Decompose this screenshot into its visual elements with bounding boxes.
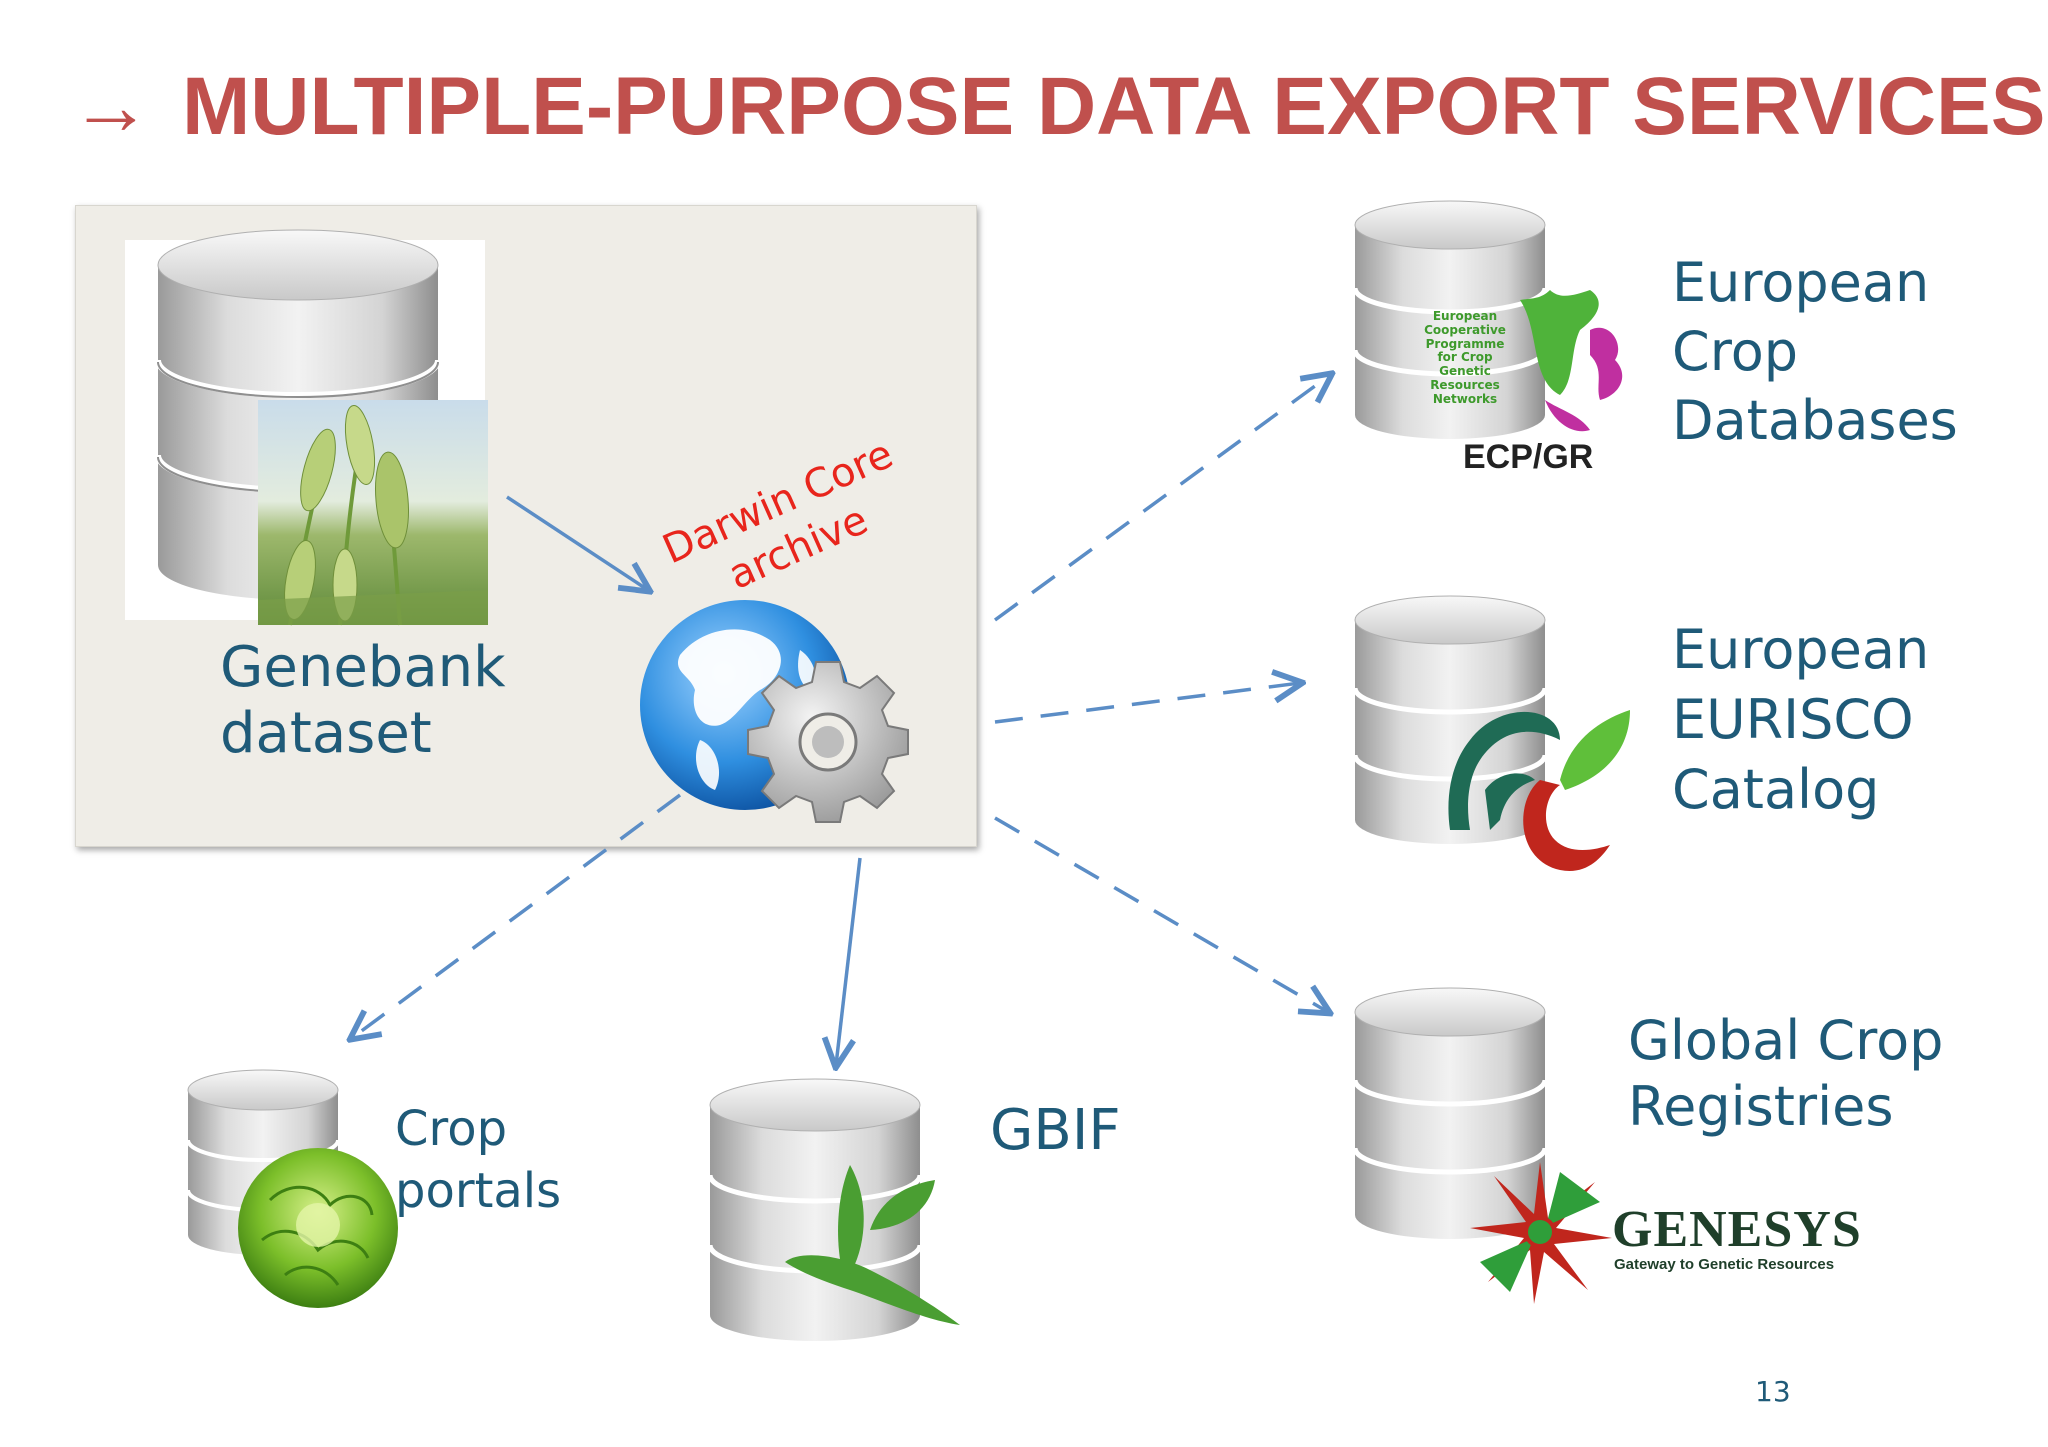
logo-line: for Crop (1437, 350, 1493, 365)
european-eurisco-catalog-label: European EURISCO Catalog (1672, 615, 1929, 826)
export-arrow-ecpgr (993, 375, 1330, 622)
genesys-database-icon (1352, 987, 1548, 1239)
logo-line: Cooperative (1424, 322, 1506, 337)
logo-line: Programme (1425, 336, 1505, 351)
logo-line: European (1432, 309, 1498, 323)
label-line: portals (395, 1163, 562, 1220)
gear-icon (747, 661, 909, 823)
lettuce-icon (238, 1148, 398, 1308)
logo-line: Genetic (1439, 364, 1491, 379)
label-line: European (1672, 618, 1930, 681)
label-line: Crop (395, 1101, 508, 1157)
ecpgr-logo-text: European Cooperative Programme for Crop … (1400, 309, 1530, 407)
label-line: Registries (1628, 1075, 1894, 1139)
crop-portals-label: Crop portals (395, 1098, 561, 1223)
slide-title: → MULTIPLE-PURPOSE DATA EXPORT SERVICES (70, 52, 2045, 162)
global-crop-registries-label: Global Crop Registries (1628, 1008, 1943, 1141)
genesys-wordmark: GENESYS (1612, 1201, 1862, 1258)
label-line: EURISCO (1672, 688, 1914, 752)
eurisco-logo (1448, 710, 1630, 871)
export-arrow-eurisco (994, 683, 1300, 724)
title-text: MULTIPLE-PURPOSE DATA EXPORT SERVICES (182, 61, 2046, 152)
gbif-label: GBIF (990, 1098, 1121, 1163)
label-line: dataset (220, 700, 432, 766)
label-line: Global Crop (1628, 1009, 1944, 1072)
logo-line: Resources (1430, 377, 1500, 392)
label-line: Databases (1672, 389, 1958, 453)
export-arrow-genesys (994, 816, 1328, 1012)
label-line: European (1672, 251, 1930, 314)
export-arrow-solid (506, 495, 648, 590)
genesys-tagline: Gateway to Genetic Resources (1614, 1256, 1835, 1273)
european-crop-databases-label: European Crop Databases (1672, 248, 1958, 455)
export-arrow-crop-portals (352, 793, 682, 1038)
label-line: Crop (1672, 320, 1799, 384)
ecpgr-database-icon (1352, 200, 1548, 439)
ecpgr-logo (1520, 290, 1623, 432)
gbif-leaf-logo (785, 1165, 960, 1325)
label-line: Catalog (1672, 758, 1880, 822)
label-line: Genebank (220, 635, 506, 700)
title-arrow-icon: → (70, 61, 152, 152)
oat-plant-photo (258, 400, 488, 626)
genesys-star-icon (1470, 1162, 1612, 1304)
logo-line: Networks (1432, 391, 1498, 406)
page-number: 13 (1755, 1375, 1791, 1408)
genebank-dataset-label: Genebank dataset (220, 635, 506, 766)
export-arrow-gbif (836, 857, 862, 1065)
ecpgr-logo-wordmark: ECP/GR (1463, 438, 1594, 476)
